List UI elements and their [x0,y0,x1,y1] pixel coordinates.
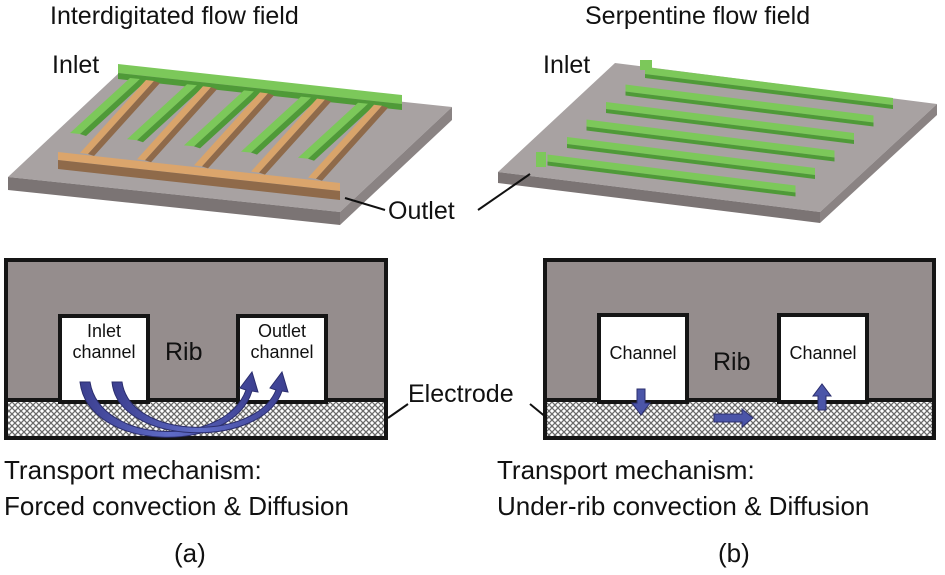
outlet-channel-label-line2: channel [250,342,314,362]
panel-a-mechanism-heading: Transport mechanism: [4,455,262,485]
serpentine-segment-side [625,91,874,127]
inlet-finger-side [194,91,260,149]
panel-a-rib-label: Rib [165,338,203,366]
panel-a-mechanism-text: Forced convection & Diffusion [4,491,349,521]
panel-a-title: Interdigitated flow field [50,2,299,30]
panel-b-rib-label: Rib [713,348,751,376]
outlet-finger [308,104,382,179]
panel-a-inlet-label: Inlet [52,51,100,79]
interdigitated-cross-section [4,258,409,440]
outlet-fingers [80,80,388,181]
outlet-label: Outlet [388,197,455,225]
panel-b-mechanism-text: Under-rib convection & Diffusion [497,491,870,521]
outlet-finger [137,86,211,161]
panel-b-mechanism-heading: Transport mechanism: [497,455,755,485]
inlet-finger-side [80,79,146,136]
electrode-leader-line [387,403,409,419]
inlet-stub [640,60,652,70]
panel-b-inlet-label: Inlet [543,51,591,79]
panel-b-letter: (b) [718,538,750,568]
inlet-channel-box [58,314,150,404]
inlet-finger-side [308,103,374,161]
serpentine-segment [645,67,893,105]
serpentine-segment-side [547,161,796,197]
right-arrow-icon [713,407,754,429]
inlet-channel-label: Inlet channel [62,321,146,363]
inlet-finger-side [137,85,203,143]
serpentine-3d-model [477,60,937,223]
outlet-leader-line [344,197,386,211]
outlet-finger-side [88,81,160,156]
outlet-finger-side [145,87,217,163]
left-channel-label: Channel [609,343,677,363]
serpentine-segment-side [645,74,893,109]
interdigitated-3d-model [8,64,452,225]
serpentine-segment [547,154,796,193]
serpentine-segment-side [567,144,815,179]
inlet-finger-side [251,97,317,155]
serpentine-segment [625,84,874,123]
electrode-label: Electrode [408,380,514,408]
outlet-stub [536,152,546,167]
inlet-channel-label-line2: channel [72,342,136,362]
right-channel-label: Channel [789,343,857,363]
inlet-finger [127,84,197,141]
inlet-finger [298,102,368,159]
panel-a-letter: (a) [174,538,206,568]
outlet-finger-side [259,99,331,175]
base-plate-side-right [820,104,937,223]
panel-b-title: Serpentine flow field [585,2,811,30]
outlet-finger-side [202,93,274,169]
outlet-channel-label-line1: Outlet [257,321,307,341]
up-arrow-icon [812,383,832,411]
electrode-leader-line [529,403,548,419]
inlet-finger [184,90,254,147]
outlet-manifold-orange [58,152,340,200]
flow-arrow-inner [111,370,289,434]
base-plate-side [498,172,820,223]
down-arrow-icon [631,388,651,416]
serpentine-segment [586,119,835,158]
outlet-finger-side [316,105,388,181]
base-plate-side [8,177,340,225]
serpentine-segment [567,137,815,175]
base-plate-side-right [340,107,452,225]
outlet-finger [194,92,268,167]
inlet-channel-label-line1: Inlet [86,321,122,341]
outlet-finger [80,80,154,154]
left-channel-box [597,313,689,404]
serpentine-cross-section [529,258,936,440]
inlet-manifold-green [118,64,402,110]
outlet-leader-line [477,173,531,211]
inlet-finger [241,96,311,153]
outlet-channel-label: Outlet channel [240,321,324,363]
serpentine-segment [606,102,854,140]
inlet-finger [70,78,140,134]
outlet-finger [251,98,325,173]
serpentine-segment-side [586,126,835,162]
flow-arrow-outer [79,370,259,438]
serpentine-segment-side [606,109,854,144]
inlet-fingers [70,78,374,161]
serpentine-channel [536,60,893,197]
